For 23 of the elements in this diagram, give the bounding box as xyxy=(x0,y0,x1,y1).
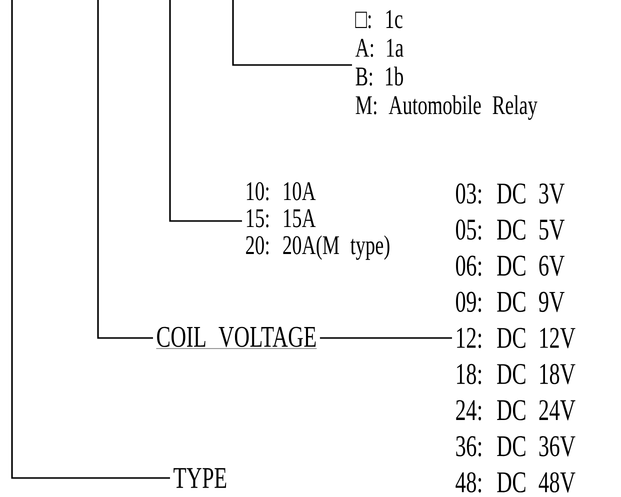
heading-text: COIL VOLTAGE xyxy=(156,326,317,349)
code-entry: 09: DC 9V xyxy=(456,292,565,312)
code-entry: 20: 20A(M type) xyxy=(246,235,390,260)
connector-line xyxy=(232,0,352,66)
heading-text: TYPE xyxy=(174,468,226,488)
connector-line xyxy=(169,0,242,222)
code-entry: 18: DC 18V xyxy=(457,364,576,384)
code-entry: 12: DC 12V xyxy=(457,328,576,348)
code-entry: 48: DC 48V xyxy=(456,472,576,493)
connector-line xyxy=(11,0,170,479)
code-entry: 06: DC 6V xyxy=(456,256,565,276)
connector-line xyxy=(97,0,153,339)
code-entry: 05: DC 5V xyxy=(456,220,565,240)
code-entry: 10: 10A xyxy=(246,182,316,200)
code-entry: 03: DC 3V xyxy=(456,183,565,204)
code-entry: 36: DC 36V xyxy=(456,436,576,456)
code-entry: □: 1c xyxy=(355,10,402,28)
code-entry: B: 1b xyxy=(356,66,403,86)
code-entry: 15: 15A xyxy=(246,209,316,228)
code-entry: M: Automobile Relay xyxy=(356,95,538,120)
connector-line xyxy=(320,337,452,339)
code-entry: A: 1a xyxy=(355,38,404,58)
code-entry: 24: DC 24V xyxy=(456,400,576,420)
